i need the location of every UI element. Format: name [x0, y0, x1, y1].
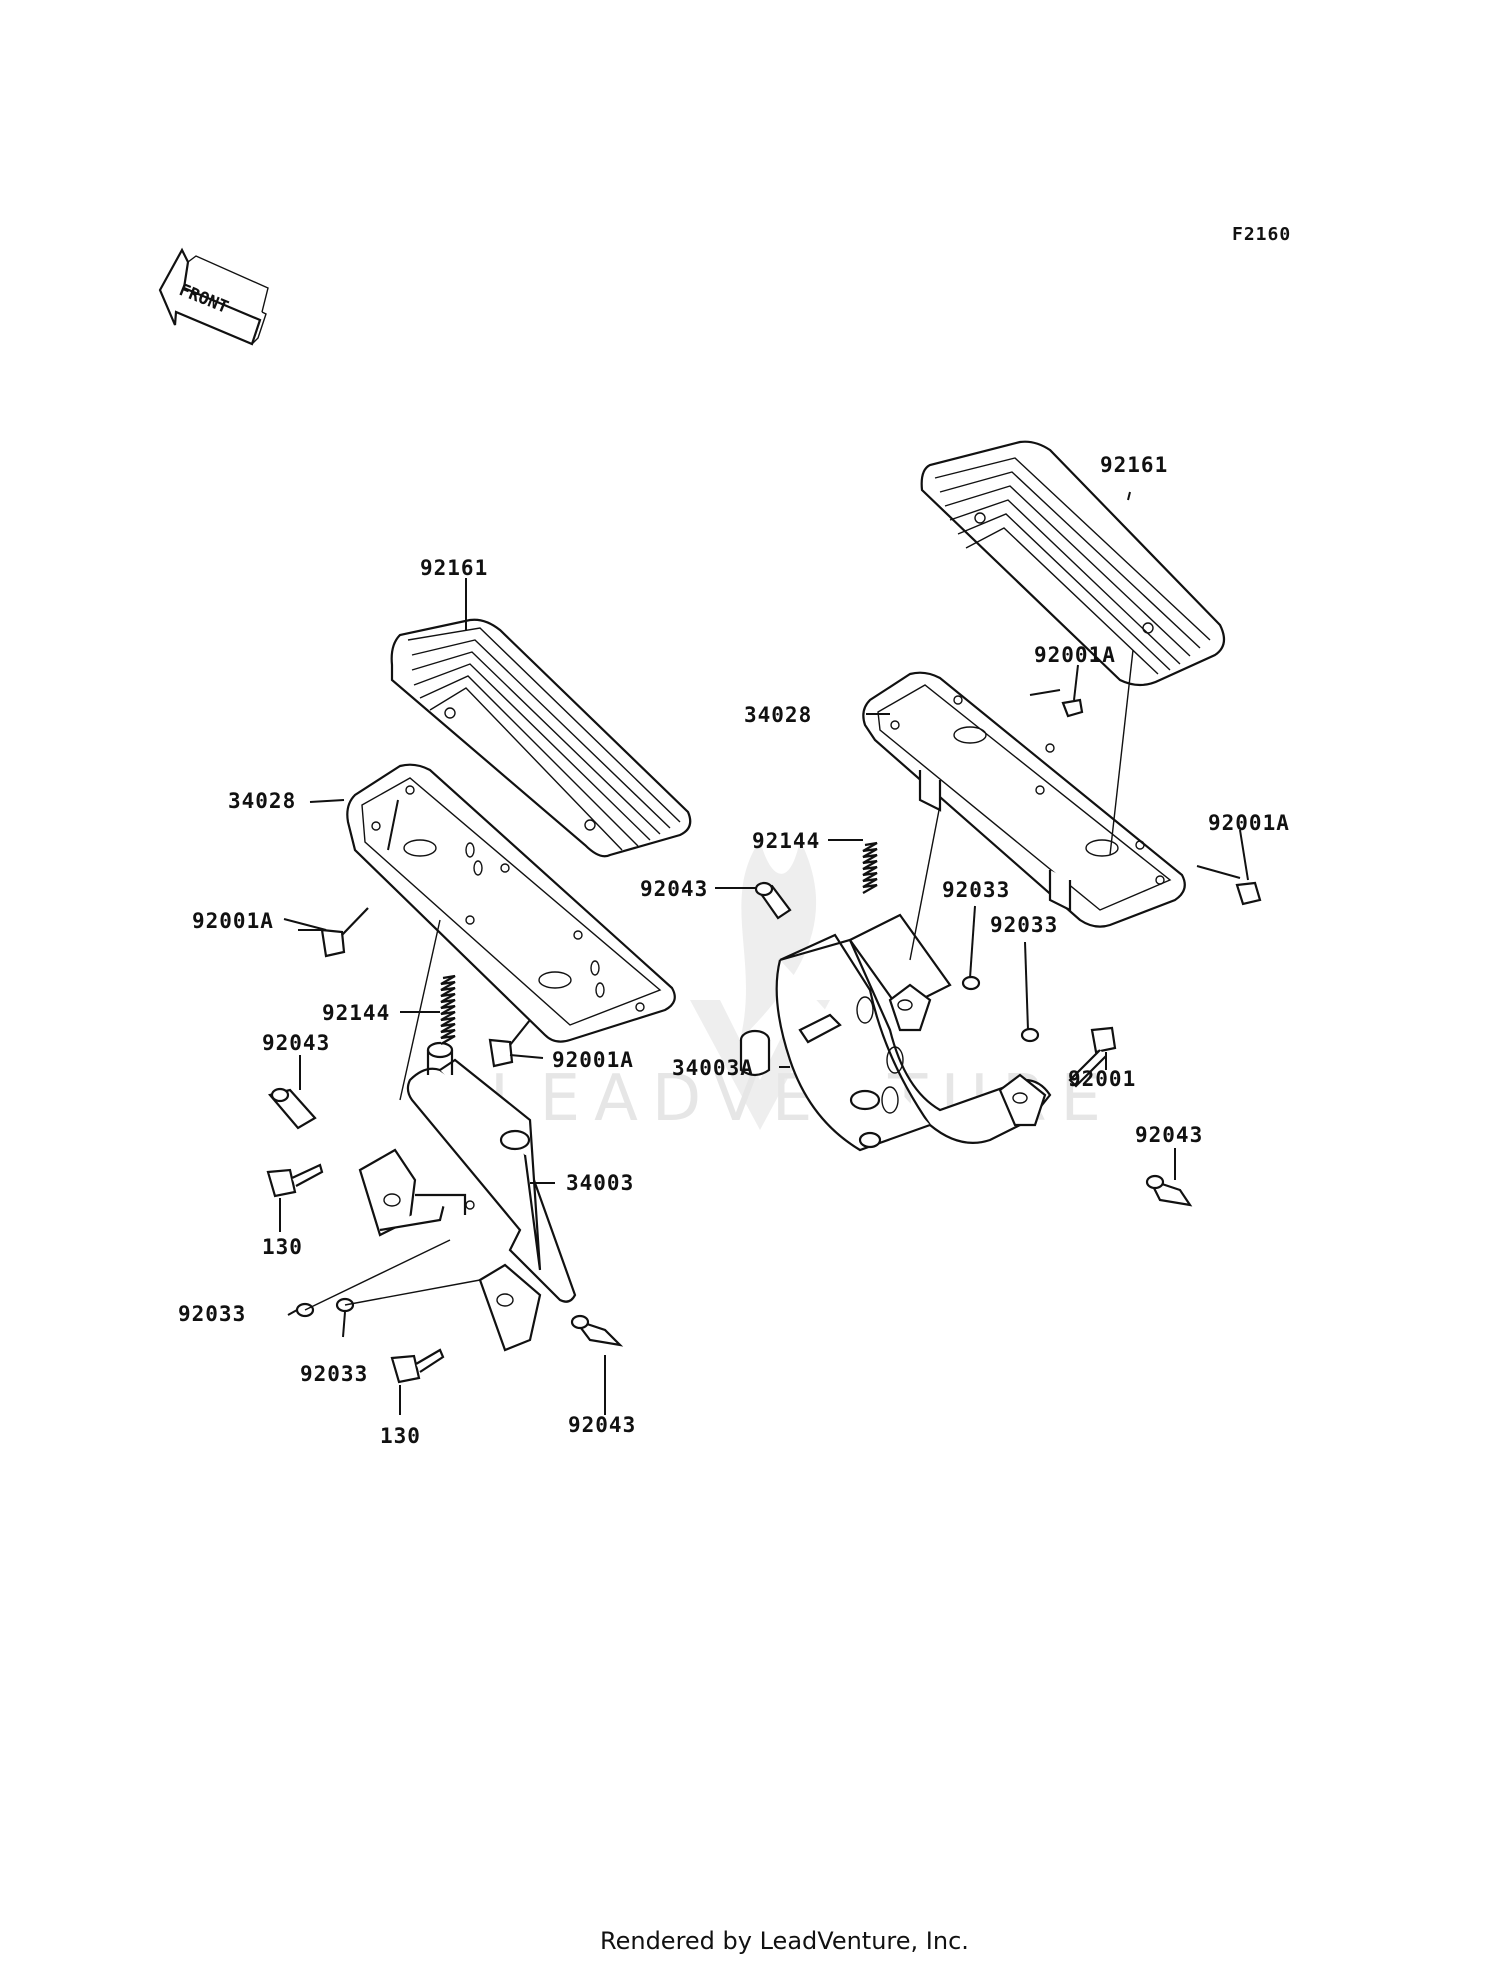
right-small-parts: [754, 698, 1262, 1207]
label-left-34028: 34028: [228, 789, 296, 813]
label-right-34003A: 34003A: [672, 1056, 754, 1080]
left-floorboard-plate: [346, 763, 676, 1043]
footer-credit: Rendered by LeadVenture, Inc.: [600, 1927, 969, 1955]
label-right-92144: 92144: [752, 829, 820, 853]
diagram-code: F2160: [1232, 224, 1291, 245]
label-right-34028: 34028: [744, 703, 812, 727]
label-left-92043-b: 92043: [568, 1413, 636, 1437]
leader-lines: [279, 491, 1249, 1415]
label-left-92043-a: 92043: [262, 1031, 330, 1055]
label-right-92043-b: 92043: [1135, 1123, 1203, 1147]
label-left-130-a: 130: [262, 1235, 303, 1259]
label-right-92001A-b: 92001A: [1208, 811, 1290, 835]
label-left-92144: 92144: [322, 1001, 390, 1025]
label-right-92001: 92001: [1068, 1067, 1136, 1091]
label-right-92033-a: 92033: [942, 878, 1010, 902]
label-left-130-b: 130: [380, 1424, 421, 1448]
left-rubber-pad: [390, 618, 692, 858]
left-bracket: [358, 1041, 577, 1352]
right-bracket: [739, 913, 1052, 1152]
label-left-92001A-b: 92001A: [552, 1048, 634, 1072]
label-left-92001A-a: 92001A: [192, 909, 274, 933]
left-small-parts: [266, 907, 624, 1384]
label-left-92033-b: 92033: [300, 1362, 368, 1386]
label-right-92043-a: 92043: [640, 877, 708, 901]
label-right-92161: 92161: [1100, 453, 1168, 477]
label-right-92001A-a: 92001A: [1034, 643, 1116, 667]
label-left-92161: 92161: [420, 556, 488, 580]
front-arrow-icon: FRONT: [158, 247, 269, 346]
part-labels: 92161 34028 92001A 92144 92001A 92043 34…: [178, 453, 1290, 1448]
right-rubber-pad: [920, 440, 1226, 687]
label-left-92033-a: 92033: [178, 1302, 246, 1326]
label-left-34003: 34003: [566, 1171, 634, 1195]
label-right-92033-b: 92033: [990, 913, 1058, 937]
right-floorboard-plate: [862, 671, 1186, 928]
